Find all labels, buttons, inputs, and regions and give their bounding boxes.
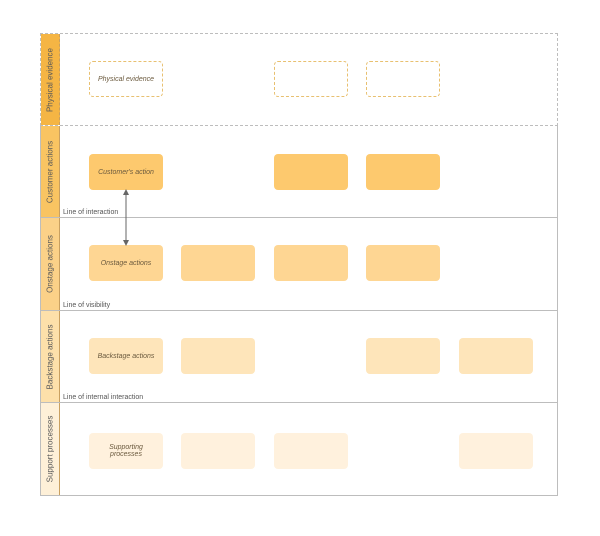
step-box[interactable]: Backstage actions xyxy=(89,338,163,374)
step-box[interactable] xyxy=(366,338,440,374)
lane-label: Customer actions xyxy=(41,126,60,217)
step-box[interactable] xyxy=(181,245,255,281)
step-box-text: Customer's action xyxy=(98,168,154,176)
step-box[interactable] xyxy=(274,61,348,97)
step-box[interactable] xyxy=(459,433,533,469)
step-box[interactable]: Physical evidence xyxy=(89,61,163,97)
line-label: Line of visibility xyxy=(63,302,111,309)
lane-support-processes: Support processes xyxy=(40,403,558,496)
step-box[interactable] xyxy=(366,154,440,190)
line-label: Line of interaction xyxy=(63,209,119,216)
step-box[interactable] xyxy=(366,245,440,281)
lane-label: Backstage actions xyxy=(41,311,60,402)
step-box[interactable]: Customer's action xyxy=(89,154,163,190)
step-box-text: Supporting processes xyxy=(109,444,143,458)
line-label: Line of internal interaction xyxy=(63,394,144,401)
step-box[interactable]: Onstage actions xyxy=(89,245,163,281)
step-box-text: Backstage actions xyxy=(97,352,155,360)
step-box[interactable] xyxy=(274,245,348,281)
step-box[interactable] xyxy=(274,433,348,469)
lane-label: Onstage actions xyxy=(41,218,60,310)
step-box-text: Onstage actions xyxy=(100,259,152,267)
step-box[interactable] xyxy=(459,338,533,374)
step-box[interactable] xyxy=(366,61,440,97)
lane-physical-evidence: Physical evidence xyxy=(40,33,558,126)
step-box-text: Physical evidence xyxy=(97,75,155,83)
lane-label: Support processes xyxy=(41,403,60,495)
step-box[interactable]: Supporting processes xyxy=(89,433,163,469)
step-box[interactable] xyxy=(181,338,255,374)
step-box[interactable] xyxy=(274,154,348,190)
step-box[interactable] xyxy=(181,433,255,469)
lane-label: Physical evidence xyxy=(41,34,60,125)
